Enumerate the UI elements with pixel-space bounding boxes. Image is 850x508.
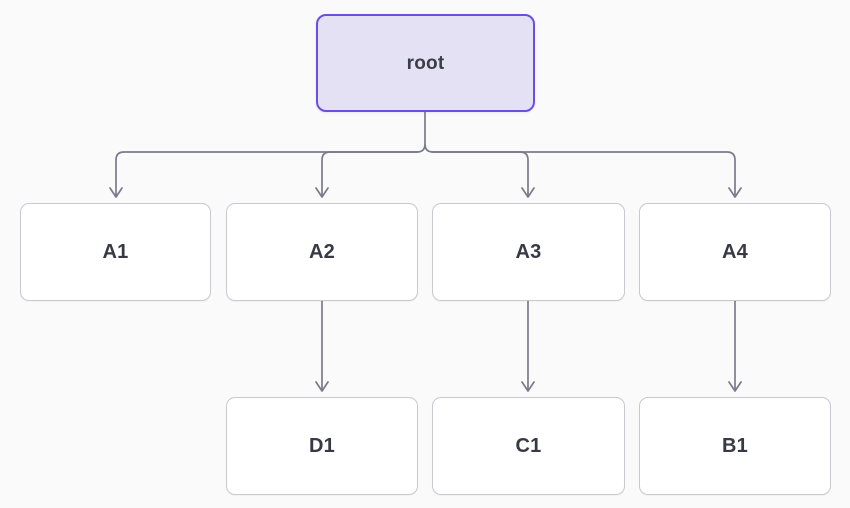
edge-A2-D1-arrowhead bbox=[315, 381, 329, 392]
edge-A3-C1-arrowhead bbox=[521, 381, 535, 392]
edge-root-A3 bbox=[432, 151, 529, 196]
node-a3[interactable]: A3 bbox=[432, 203, 625, 301]
edge-root-A3-arrowhead bbox=[521, 187, 535, 198]
edge-root-A4-arrowhead bbox=[728, 187, 742, 198]
edge-root-A1 bbox=[115, 151, 418, 196]
node-c1[interactable]: C1 bbox=[432, 397, 625, 495]
node-a4[interactable]: A4 bbox=[639, 203, 831, 301]
edge-root-A2-arrowhead bbox=[315, 187, 329, 198]
node-label-d1: D1 bbox=[309, 435, 335, 457]
node-label-a4: A4 bbox=[722, 241, 748, 263]
node-label-a3: A3 bbox=[515, 241, 542, 263]
node-root[interactable]: root bbox=[316, 14, 535, 112]
edge-root-trunk bbox=[416, 111, 434, 153]
node-label-b1: B1 bbox=[722, 435, 748, 457]
node-a1[interactable]: A1 bbox=[20, 203, 211, 301]
node-label-a2: A2 bbox=[309, 241, 335, 263]
edge-root-A1-arrowhead bbox=[109, 187, 123, 198]
node-b1[interactable]: B1 bbox=[639, 397, 831, 495]
edge-root-A4 bbox=[432, 151, 736, 196]
node-d1[interactable]: D1 bbox=[226, 397, 418, 495]
node-label-root: root bbox=[406, 52, 445, 74]
edge-root-A2 bbox=[321, 151, 418, 196]
node-label-a1: A1 bbox=[102, 241, 129, 263]
node-label-c1: C1 bbox=[515, 435, 542, 457]
edge-A4-B1-arrowhead bbox=[728, 381, 742, 392]
node-a2[interactable]: A2 bbox=[226, 203, 418, 301]
